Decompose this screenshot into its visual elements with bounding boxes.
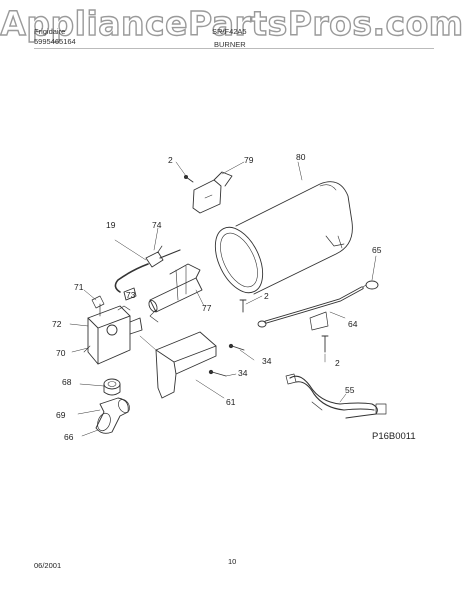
screw-2-top [183,174,194,183]
screw-34-a [228,343,245,351]
callout-73: 73 [126,290,136,300]
header-publication-number: 5995465164 [34,37,76,46]
burner-tube-77 [148,263,203,323]
callout-55: 55 [345,385,355,395]
screw-34-b [208,369,227,377]
header-brand: Frigidaire [34,27,66,36]
callout-2-low: 2 [335,358,340,368]
callout-66: 66 [64,432,74,442]
thermocouple-19 [114,239,181,293]
fitting-73 [123,287,137,301]
callout-70: 70 [56,348,66,358]
callout-61: 61 [226,397,236,407]
callout-2-mid: 2 [264,291,269,301]
callout-74: 74 [152,220,162,230]
pilot-tube-64 [257,286,364,331]
callout-34-b: 34 [238,368,248,378]
callout-19: 19 [106,220,116,230]
callout-34-a: 34 [262,356,272,366]
callout-79: 79 [244,155,254,165]
gas-valve-70 [83,295,143,365]
footer-date: 06/2001 [34,561,62,570]
figure-code: P16B0011 [372,431,416,442]
callout-2-top: 2 [168,155,173,165]
bracket-79 [192,171,233,214]
burner-drum-80 [214,181,353,295]
mounting-bracket-61 [139,331,217,399]
callout-72: 72 [52,319,62,329]
section-title: BURNER [214,40,246,49]
watermark: AppliancePartsPros.com [0,3,464,43]
header-divider [34,48,434,49]
elbow-66 [95,397,130,434]
callout-77: 77 [202,303,212,313]
callout-69: 69 [56,410,66,420]
callout-71: 71 [74,282,84,292]
wire-harness-55 [285,373,387,419]
callout-65: 65 [372,245,382,255]
screw-2-mid [239,299,247,313]
callout-80: 80 [296,152,306,162]
screw-2-low [321,335,329,353]
header-model-number: SR/F42A5 [212,27,247,36]
callout-64: 64 [348,319,358,329]
part-74 [145,245,164,268]
nut-68 [103,378,121,396]
footer-page-number: 10 [228,557,237,566]
callout-68: 68 [62,377,72,387]
leader-lines [69,161,377,437]
